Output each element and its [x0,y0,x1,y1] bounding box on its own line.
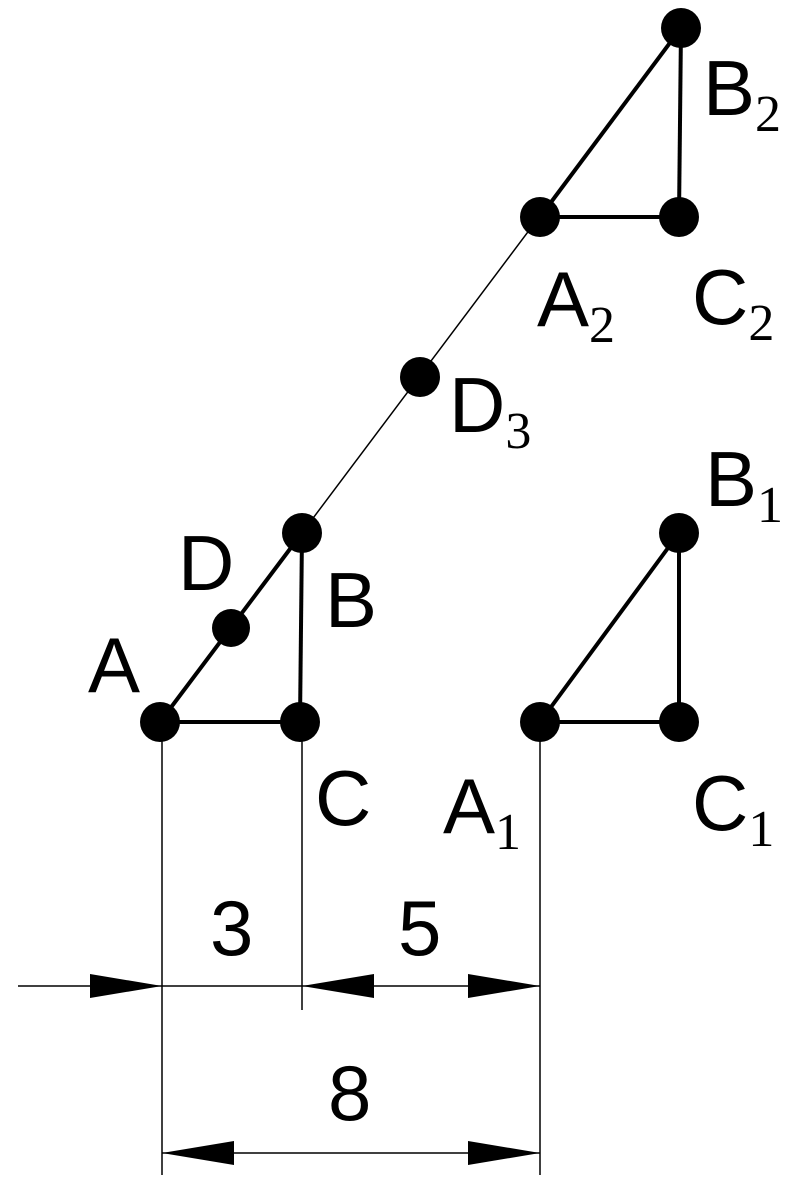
point-a2-dot [520,197,560,237]
segment-b-c [298,532,304,723]
label-a1-letter: A [443,762,495,850]
arrowhead-total-right [468,1141,540,1165]
label-a1-subscript: 1 [495,804,521,861]
label-c1: C1 [692,759,774,858]
point-a-dot [140,702,180,742]
label-c2: C2 [692,253,774,352]
label-a2-letter: A [537,255,589,343]
label-b1-subscript: 1 [757,477,783,534]
label-a2-subscript: 2 [589,297,615,354]
label-b1: B1 [705,435,783,534]
arrowhead-total-left [162,1141,234,1165]
arrowhead-a-left [90,974,162,998]
point-a1-dot [520,702,560,742]
segment-a1-b1 [538,531,681,724]
label-d3-subscript: 3 [505,403,531,460]
label-c1-subscript: 1 [748,801,774,858]
segment-b2-c2 [677,27,683,218]
point-d-dot [212,609,250,647]
point-c1-dot [659,702,699,742]
label-b: B [325,556,377,644]
dimension-label-total: 8 [328,1049,371,1137]
point-b1-dot [659,513,699,553]
point-b2-dot [661,8,701,48]
point-c-dot [280,702,320,742]
label-b2: B2 [703,44,781,143]
arrowhead-c-right [302,974,374,998]
dimension-label-ca1: 5 [398,884,441,972]
point-b-dot [282,513,322,553]
label-d3: D3 [449,361,531,460]
label-b2-subscript: 2 [755,86,781,143]
label-d: D [178,519,234,607]
label-b2-letter: B [703,44,755,132]
label-c2-subscript: 2 [748,295,774,352]
segment-a2-b2 [538,26,683,219]
label-b1-letter: B [705,435,757,523]
label-c2-letter: C [692,253,748,341]
point-d3-dot [400,357,440,397]
label-d3-letter: D [449,361,505,449]
label-a2: A2 [537,255,615,354]
arrowhead-a1-left [468,974,540,998]
dimension-label-ac: 3 [210,884,253,972]
label-a: A [88,621,140,709]
label-c: C [315,754,371,842]
label-a1: A1 [443,762,521,861]
point-c2-dot [659,197,699,237]
label-c1-letter: C [692,759,748,847]
